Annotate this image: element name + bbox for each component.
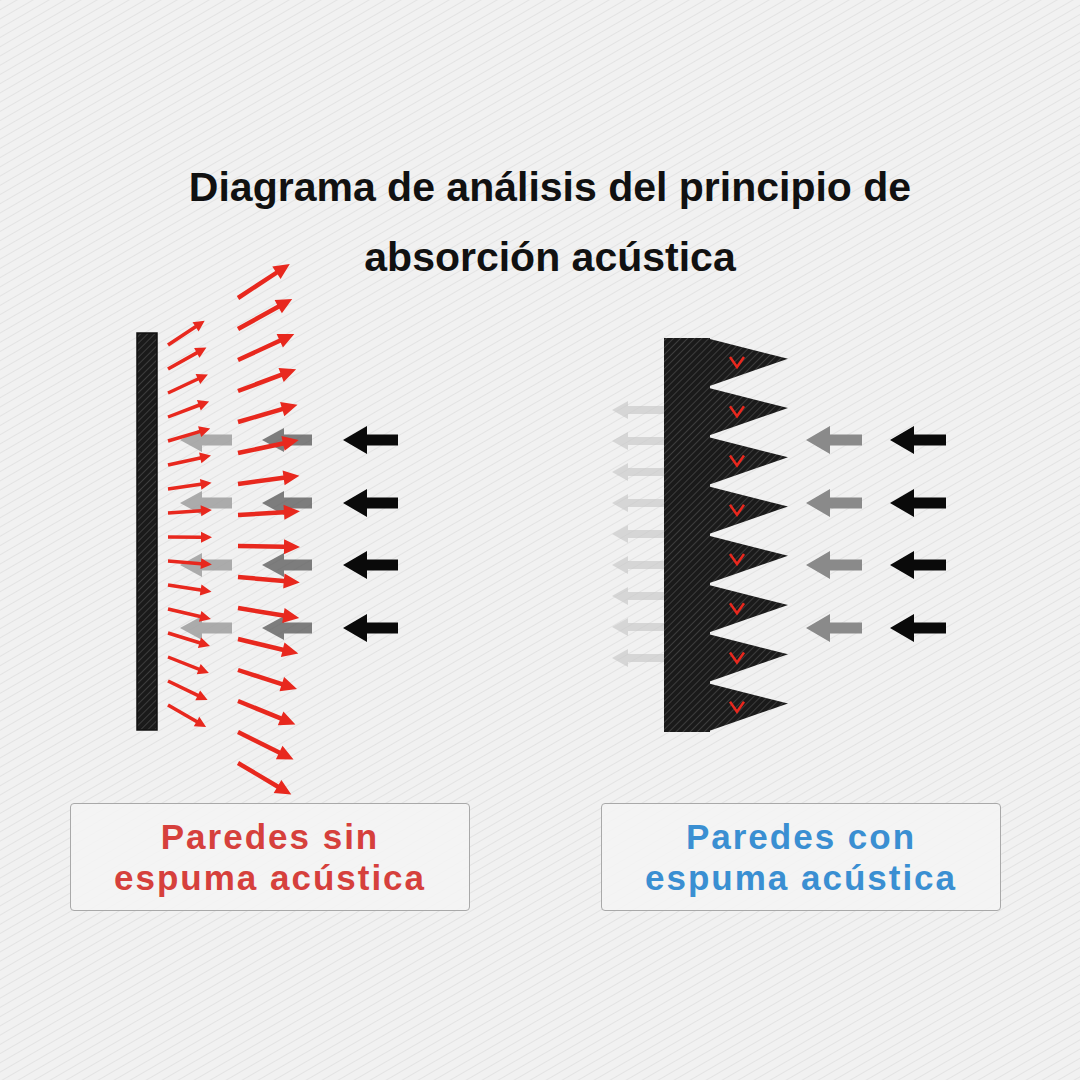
foam-wall-figure [612,338,946,732]
transmitted-sound-arrow [612,556,668,574]
reflected-sound-arrow [238,606,300,623]
foam-wedge [706,387,788,436]
reflected-sound-arrow [167,321,205,347]
source-sound-arrow [890,489,946,517]
transmitted-sound-arrow [612,432,668,450]
foam-wedge [706,338,788,387]
source-sound-arrow [343,426,398,454]
reflected-sound-arrow [238,505,300,520]
transmitted-sound-arrow [612,618,668,636]
reflected-sound-arrow [168,453,211,467]
reflected-sound-arrow [237,402,297,424]
reflected-sound-arrow [238,539,300,554]
caption-text: Paredes con espuma acústica [602,816,1000,898]
absorption-mark [730,406,744,416]
reflected-sound-arrow [237,368,296,393]
reflected-sound-arrow [167,679,207,700]
foam-wedge [706,584,788,633]
transmitted-sound-arrow [612,525,668,543]
incoming-sound-arrow [806,614,862,642]
foam-wedge [706,683,788,732]
incoming-sound-arrow [806,426,862,454]
reflected-sound-arrow [168,583,212,595]
reflected-sound-arrow [237,334,294,362]
absorption-mark [730,456,744,466]
reflected-sound-arrow [237,668,297,691]
reflected-sound-arrow [237,264,290,300]
caption-box: Paredes sin espuma acústica [70,803,470,911]
foam-wedge [706,634,788,683]
foam-wedge [706,437,788,486]
foam-wedge [706,535,788,584]
reflected-sound-arrow [167,400,209,419]
source-sound-arrow [343,489,398,517]
caption-box: Paredes con espuma acústica [601,803,1001,911]
reflected-sound-arrow [237,761,291,795]
reflected-sound-arrow [167,704,206,728]
reflected-sound-arrow [238,574,300,589]
reflected-sound-arrow [168,426,211,442]
reflected-sound-arrow [237,699,295,725]
reflected-sound-arrow [168,631,211,648]
transmitted-sound-arrow [612,401,668,419]
source-sound-arrow [343,614,398,642]
foam-base [664,338,710,732]
reflected-sound-arrow [237,730,294,760]
source-sound-arrow [890,426,946,454]
reflected-sound-arrow [167,348,206,371]
transmitted-sound-arrow [612,463,668,481]
reflected-sound-arrow [238,470,300,486]
reflected-sound-arrow [237,299,292,331]
reflected-sound-arrow [168,607,211,622]
absorption-mark [730,357,744,367]
absorption-mark [730,554,744,564]
bare-wall [137,333,157,730]
bare-wall-figure [137,264,398,795]
reflected-sound-arrow [167,655,209,674]
incoming-sound-arrow [806,489,862,517]
reflected-sound-arrow [238,637,299,657]
absorption-mark [730,505,744,515]
transmitted-sound-arrow [612,587,668,605]
reflected-sound-arrow [167,374,208,395]
reflected-sound-arrow [168,558,212,569]
reflected-sound-arrow [168,479,212,491]
source-sound-arrow [890,614,946,642]
transmitted-sound-arrow [612,649,668,667]
absorption-mark [730,702,744,712]
absorption-mark [730,603,744,613]
reflected-sound-arrow [168,505,212,516]
incoming-sound-arrow [262,553,312,577]
reflected-sound-arrow [168,532,212,543]
transmitted-sound-arrow [612,494,668,512]
incoming-sound-arrow [806,551,862,579]
source-sound-arrow [343,551,398,579]
caption-text: Paredes sin espuma acústica [71,816,469,898]
absorption-mark [730,653,744,663]
foam-wedge [706,486,788,535]
title: Diagrama de análisis del principio de ab… [90,152,1010,292]
reflected-sound-arrow [238,436,299,455]
source-sound-arrow [890,551,946,579]
